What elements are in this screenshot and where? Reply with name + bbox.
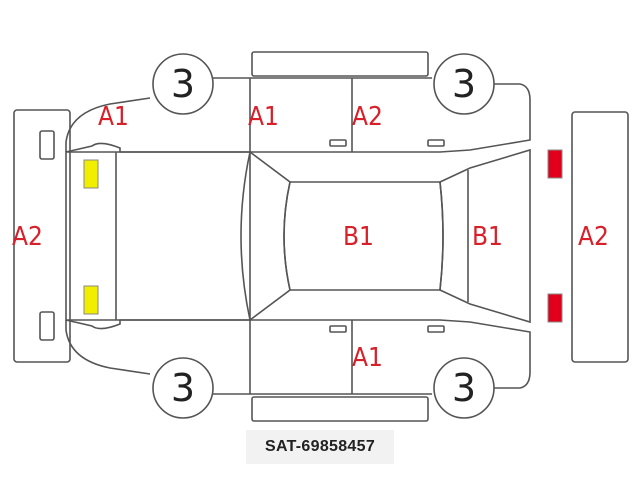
left-mirror-handle-front <box>329 139 347 147</box>
left-mirror-handle-rear <box>427 139 445 147</box>
front-bumper-panel <box>13 109 71 363</box>
left-side-body <box>65 77 531 153</box>
rear-glass-panel <box>439 148 531 324</box>
wheel-top-left <box>152 53 214 115</box>
wheel-top-right <box>433 53 495 115</box>
wheel-grade-top-right: 3 <box>451 62 477 106</box>
rear-bumper-panel <box>571 111 629 363</box>
right-mirror-handle-rear <box>427 325 445 333</box>
front-bumper-slot-bottom <box>39 311 55 341</box>
front-light-top <box>83 159 99 189</box>
right-mirror-handle-front <box>329 325 347 333</box>
label-front-left-quarter: A1 <box>98 102 129 132</box>
windshield <box>240 150 291 322</box>
front-bumper-slot-top <box>39 130 55 160</box>
label-roof: B1 <box>343 222 374 252</box>
wheel-grade-top-left: 3 <box>170 62 196 106</box>
wheel-bottom-left <box>152 357 214 419</box>
right-skirt <box>251 396 429 422</box>
wheel-grade-bottom-left: 3 <box>170 366 196 410</box>
right-side-body <box>65 319 531 395</box>
wheel-bottom-right <box>433 357 495 419</box>
front-light-bottom <box>83 285 99 315</box>
wheel-grade-bottom-right: 3 <box>451 366 477 410</box>
label-rear-bumper: A2 <box>578 222 609 252</box>
label-right-rear-door: A1 <box>352 343 383 373</box>
label-rear-glass: B1 <box>472 222 503 252</box>
left-skirt <box>251 51 429 77</box>
label-front-bumper: A2 <box>12 222 43 252</box>
rear-light-top <box>547 149 563 179</box>
label-left-rear-door: A2 <box>352 102 383 132</box>
reference-box: SAT-69858457 <box>246 430 394 464</box>
label-left-front-door: A1 <box>248 102 279 132</box>
rear-light-bottom <box>547 293 563 323</box>
reference-id: SAT-69858457 <box>264 438 376 455</box>
